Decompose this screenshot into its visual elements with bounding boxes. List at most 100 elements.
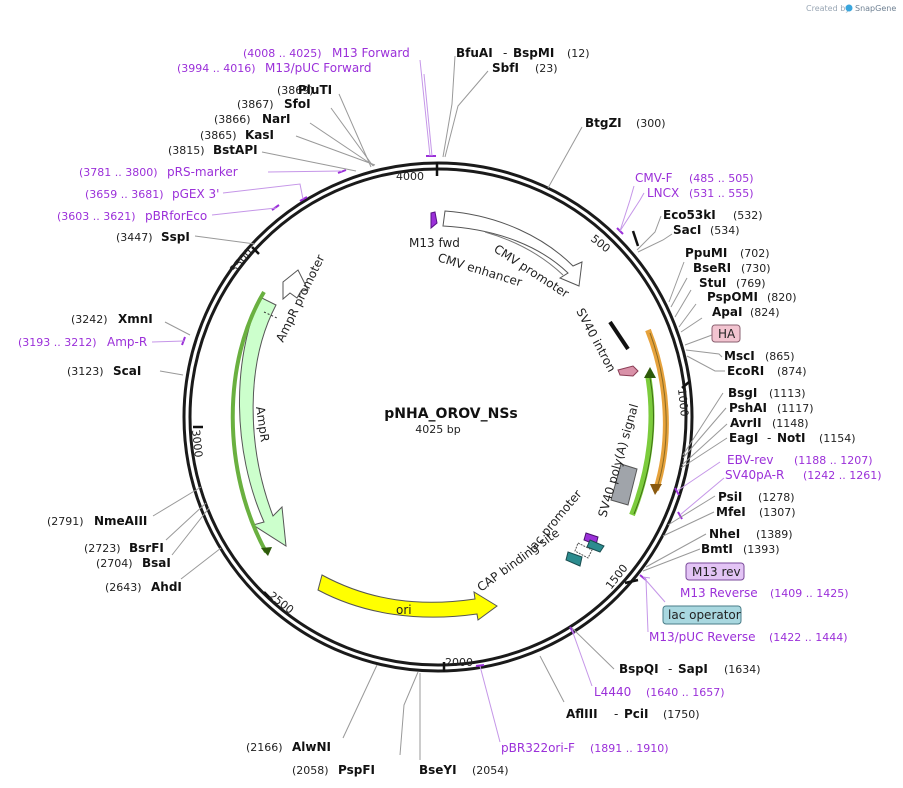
primer-name[interactable]: Amp-R	[107, 335, 147, 349]
enzyme-name[interactable]: AflIII	[566, 707, 598, 721]
enzyme-name[interactable]: NotI	[777, 431, 806, 445]
lac-promoter-arrow[interactable]	[574, 542, 593, 559]
enzyme-name[interactable]: MfeI	[716, 505, 746, 519]
enzyme-name[interactable]: BtgZI	[585, 116, 622, 130]
ampr-promoter-arrow[interactable]	[282, 269, 309, 301]
enzyme-name[interactable]: SfoI	[284, 97, 311, 111]
enzyme-name[interactable]: SacI	[673, 223, 701, 237]
primer-name[interactable]: M13 Forward	[332, 46, 410, 60]
primer-leader	[211, 207, 277, 216]
enzyme-name[interactable]: SbfI	[492, 61, 519, 75]
primer-mark	[475, 664, 485, 667]
primer-name[interactable]: pRS-marker	[167, 165, 238, 179]
enzyme-pos: (3869)	[277, 84, 314, 97]
enzyme-name[interactable]: PshAI	[729, 401, 767, 415]
lac-operator-marker[interactable]	[586, 539, 605, 553]
m13-fwd-marker[interactable]	[430, 211, 438, 230]
enzyme-name[interactable]: EagI	[729, 431, 758, 445]
tick-mark	[251, 246, 260, 255]
enzyme-name[interactable]: AvrII	[730, 416, 762, 430]
primer-name[interactable]: LNCX	[647, 186, 679, 200]
enzyme-name[interactable]: KasI	[245, 128, 274, 142]
green-orf-arc[interactable]	[629, 374, 655, 517]
primer-leader	[571, 629, 593, 687]
cmv-enhancer-arrow[interactable]	[442, 210, 583, 287]
enzyme-name[interactable]: PciI	[624, 707, 649, 721]
enzyme-name[interactable]: BmtI	[701, 542, 733, 556]
primer-name[interactable]: M13 Reverse	[680, 586, 758, 600]
green-orf-edge	[633, 377, 654, 515]
leader-line	[571, 627, 615, 670]
enzyme-name[interactable]: NmeAIII	[94, 514, 147, 528]
ampr-arrow[interactable]	[239, 296, 287, 547]
enzyme-name[interactable]: BseRI	[693, 261, 731, 275]
lac-operator-label: lac operator	[668, 608, 741, 622]
enzyme-name[interactable]: PpuMI	[685, 246, 727, 260]
enzyme-name[interactable]: ScaI	[113, 364, 141, 378]
ori-arrow[interactable]	[317, 574, 498, 621]
enzyme-name[interactable]: BspMI	[513, 46, 554, 60]
primer-mark	[299, 196, 308, 202]
leader-line	[330, 107, 374, 167]
enzyme-name[interactable]: PspOMI	[707, 290, 758, 304]
sv40-polya-block[interactable]	[610, 463, 638, 506]
enzyme-name[interactable]: StuI	[699, 276, 726, 290]
enzyme-name[interactable]: BsgI	[728, 386, 757, 400]
enzyme-name[interactable]: AhdI	[151, 580, 182, 594]
enzyme-name[interactable]: XmnI	[118, 312, 153, 326]
primer-name[interactable]: EBV-rev	[727, 453, 773, 467]
plasmid-name: pNHA_OROV_NSs	[384, 406, 517, 422]
enzyme-name[interactable]: SspI	[161, 230, 190, 244]
enzyme-name[interactable]: BstAPI	[213, 143, 258, 157]
enzyme-name[interactable]: PsiI	[718, 490, 742, 504]
leader-line	[342, 664, 378, 739]
tick-mark	[263, 591, 273, 601]
primer-name[interactable]: M13/pUC Reverse	[649, 630, 756, 644]
enzyme-name[interactable]: BsrFI	[129, 541, 164, 555]
enzyme-name[interactable]: AlwNI	[292, 740, 331, 754]
leader-line	[152, 486, 202, 517]
leader-line	[338, 93, 372, 168]
enzyme-pos: (769)	[736, 277, 766, 290]
enzyme-pos: (1148)	[772, 417, 809, 430]
cap-binding-site-marker[interactable]	[565, 551, 583, 567]
primer-name[interactable]: SV40pA-R	[725, 468, 784, 482]
primer-leader	[642, 576, 651, 579]
enzyme-name[interactable]: MscI	[724, 349, 755, 363]
leader-line	[668, 261, 685, 303]
sv40-intron-bar[interactable]	[608, 320, 630, 351]
primer-name[interactable]: CMV-F	[635, 171, 673, 185]
enzyme-name[interactable]: BsaI	[142, 556, 171, 570]
label-ori: ori	[396, 603, 412, 617]
enzyme-pos: (2166)	[246, 741, 283, 754]
enzymes-right-group: BfuAI - BspMI (12) SbfI (23) BtgZI (300)…	[419, 46, 856, 777]
enzyme-name[interactable]: EcoRI	[727, 364, 764, 378]
primer-name[interactable]: M13/pUC Forward	[265, 61, 372, 75]
ha-tag-arrow[interactable]	[617, 365, 639, 377]
enzyme-name[interactable]: BfuAI	[456, 46, 493, 60]
leader-line	[680, 437, 728, 469]
enzyme-name[interactable]: BspQI	[619, 662, 659, 676]
leader-line	[399, 671, 419, 756]
enzyme-name[interactable]: ApaI	[712, 305, 742, 319]
primer-range: (1891 .. 1910)	[590, 742, 669, 755]
enzyme-pos: (3123)	[67, 365, 104, 378]
leader-line	[667, 495, 716, 526]
primer-name[interactable]: pBR322ori-F	[501, 741, 575, 755]
enzyme-name[interactable]: NarI	[262, 112, 291, 126]
m13-rev-box[interactable]	[685, 562, 745, 581]
primer-name[interactable]: pGEX 3'	[172, 187, 219, 201]
primer-name[interactable]: L4440	[594, 685, 631, 699]
primer-leader	[479, 665, 501, 743]
enzymes-left-group: (3869) PluTI (3867) SfoI (3866) NarI (38…	[47, 83, 375, 777]
ha-tag-box[interactable]	[711, 324, 741, 343]
enzyme-name[interactable]: Eco53kI	[663, 208, 716, 222]
enzyme-name[interactable]: PluTI	[298, 83, 332, 97]
enzyme-name[interactable]: SapI	[678, 662, 708, 676]
enzyme-name[interactable]: PspFI	[338, 763, 375, 777]
tick-label-2500: 2500	[266, 589, 296, 616]
primer-name[interactable]: pBRforEco	[145, 209, 207, 223]
enzyme-name[interactable]: NheI	[709, 527, 740, 541]
enzyme-name[interactable]: BseYI	[419, 763, 457, 777]
lac-operator-box[interactable]	[662, 605, 742, 625]
